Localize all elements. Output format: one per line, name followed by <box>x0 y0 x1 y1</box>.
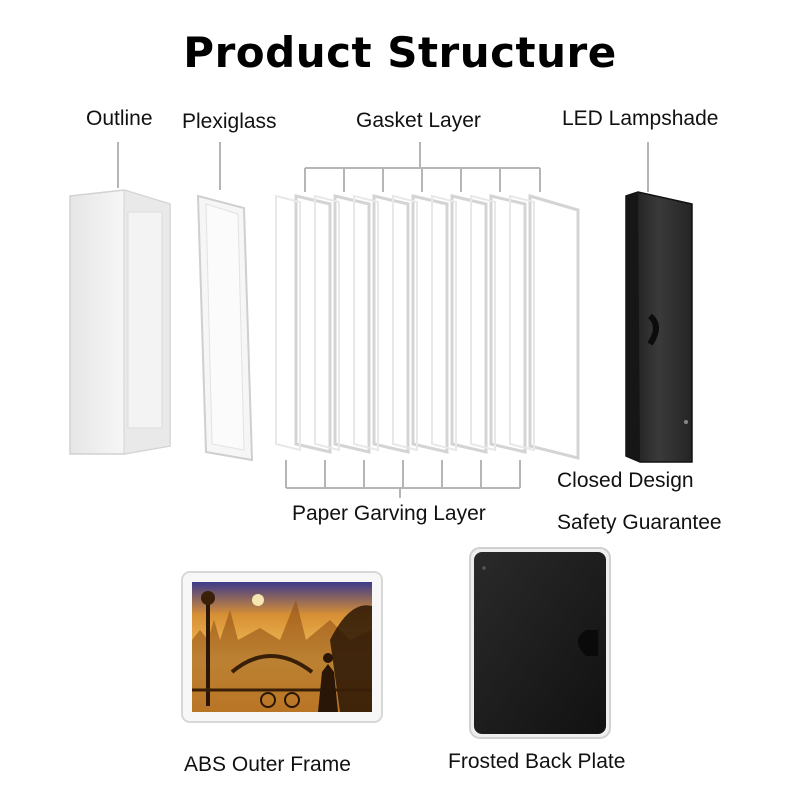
layer-stack-illustration <box>275 194 580 460</box>
outline-box-illustration <box>69 189 171 455</box>
label-paper-layer: Paper Garving Layer <box>292 502 486 525</box>
label-gasket-layer: Gasket Layer <box>356 109 481 132</box>
page-title: Product Structure <box>183 28 617 77</box>
label-abs-outer-frame: ABS Outer Frame <box>184 753 351 776</box>
abs-frame-illustration <box>181 571 383 723</box>
label-closed-design: Closed Design <box>557 469 694 492</box>
label-safety-guarantee: Safety Guarantee <box>557 511 722 534</box>
label-led-lampshade: LED Lampshade <box>562 107 719 130</box>
plexiglass-illustration <box>196 194 254 462</box>
leader-lines <box>117 142 649 498</box>
label-plexiglass: Plexiglass <box>182 110 277 133</box>
back-plate-illustration <box>469 547 611 739</box>
led-lampshade-illustration <box>625 191 693 463</box>
label-frosted-back-plate: Frosted Back Plate <box>448 750 626 773</box>
label-outline: Outline <box>86 107 153 130</box>
